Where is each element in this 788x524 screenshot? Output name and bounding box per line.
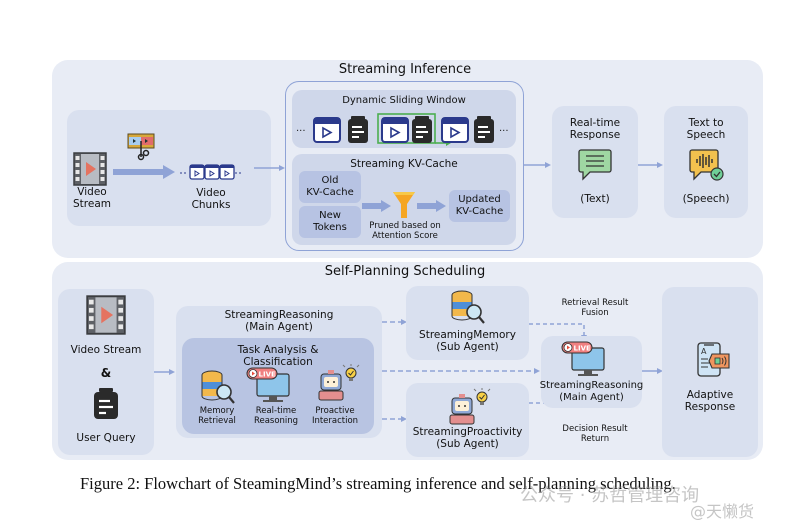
doc-icon [412,116,432,143]
robot-idea-icon [318,364,360,401]
robot-idea-icon [449,388,491,425]
figure-caption: Figure 2: Flowchart of SteamingMind’s st… [80,474,676,493]
self-planning-title: Self-Planning Scheduling [324,264,486,279]
video-stream-icon [86,295,126,335]
svg-text:LIVE: LIVE [259,371,276,379]
svg-text:···: ··· [499,126,509,137]
task-analysis-title: Task Analysis & Classification [237,344,319,368]
sliding-window-title: Dynamic Sliding Window [342,95,466,106]
reasoning-to-adaptive-arrow [642,368,663,374]
doc-icon [474,116,494,143]
reasoning-agent-label: StreamingReasoning (Main Agent) [539,380,644,403]
response-to-tts-arrow [638,162,663,168]
database-search-icon [451,290,485,324]
live-monitor-icon: LIVE [561,341,605,376]
video-chunks-label: Video Chunks [191,187,231,211]
tts-title: Text to Speech [686,117,726,141]
decision-return-label: Decision Result Return [562,424,628,444]
memory-retrieval-label: Memory Retrieval [198,406,236,426]
updated-kv-cache-box [449,190,510,222]
sliding-window-frames: ··· ··· [296,113,509,146]
video-frame-icon [313,117,341,143]
speech-icon [689,149,724,181]
new-tokens-box [299,206,361,238]
user-query-icon [94,388,118,419]
input-to-main-agent-arrow [154,369,175,375]
watermark-line-2: @天懒货 [690,502,755,521]
user-query-label: User Query [76,432,136,444]
video-stream-icon [73,152,107,186]
tts-sub: (Speech) [682,193,730,205]
database-search-icon [201,370,235,404]
proactive-interaction-label: Proactive Interaction [311,406,359,426]
video-cut-icon [127,133,155,161]
adaptive-response-label: Adaptive Response [684,389,736,413]
realtime-response-sub: (Text) [580,193,610,205]
svg-text:···: ··· [296,126,306,137]
old-kv-cache-label: Old KV-Cache [306,175,354,198]
memory-agent-label: StreamingMemory (Sub Agent) [419,329,516,353]
pruned-label: Pruned based on Attention Score [369,221,441,241]
text-chat-icon [578,149,612,181]
kv-cache-title: Streaming KV-Cache [350,158,458,170]
svg-text:LIVE: LIVE [574,345,591,353]
new-tokens-label: New Tokens [313,210,347,233]
stream-to-chunks-arrow [113,165,175,179]
filter-icon [393,192,415,218]
adaptive-response-icon: A [697,342,730,377]
proactivity-agent-label: StreamingProactivity (Sub Agent) [412,426,523,450]
video-chunks-icon [180,164,242,180]
video-stream-label: Video Stream [73,186,111,210]
video-frame-icon [381,117,409,143]
svg-text:A: A [701,347,707,356]
core-to-response-arrow [524,162,551,168]
filter-to-updated-arrow [417,200,446,212]
input-video-stream-label: Video Stream [70,344,142,356]
realtime-response-title: Real-time Response [569,117,621,141]
retrieval-fusion-label: Retrieval Result Fusion [561,298,629,318]
video-frame-icon [441,117,469,143]
dashed-arrows [382,319,540,422]
inference-core-container [285,81,524,251]
watermark-line-1: 公众号 · 苏哲管理咨询 [520,485,700,506]
main-agent-title: StreamingReasoning (Main Agent) [224,309,334,333]
kv-to-filter-arrow [362,200,391,212]
streaming-inference-title: Streaming Inference [338,62,472,77]
doc-icon [348,116,368,143]
chunks-to-window-arrow [254,165,285,171]
updated-kv-cache-label: Updated KV-Cache [455,194,504,217]
ampersand-label: & [100,366,112,380]
realtime-reasoning-label: Real-time Reasoning [253,406,299,426]
live-monitor-icon: LIVE [246,367,290,402]
old-kv-cache-box [299,171,361,203]
